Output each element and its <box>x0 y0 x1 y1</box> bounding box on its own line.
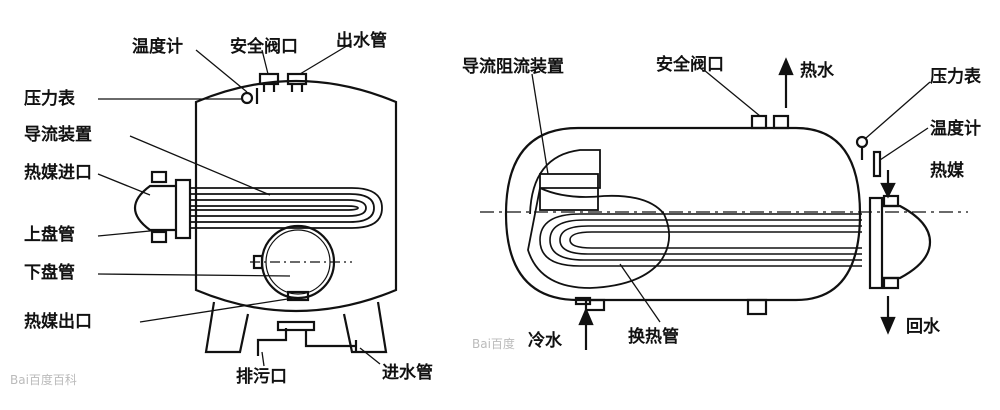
end-head <box>882 204 932 280</box>
label-safety-valve-right: 安全阀口 <box>656 54 724 75</box>
flow-baffle-box <box>539 173 599 211</box>
label-safety-valve: 安全阀口 <box>230 36 298 57</box>
label-thermometer-right: 温度计 <box>930 118 981 139</box>
watermark-center: Bai百度 <box>472 336 515 351</box>
label-pressure-gauge-right: 压力表 <box>930 66 982 87</box>
horizontal-labels: 导流阻流装置 安全阀口 热水 压力表 温度计 热媒 冷水 换热管 回水 <box>462 54 982 351</box>
label-return-water: 回水 <box>906 316 941 337</box>
pressure-gauge-dial <box>240 91 254 105</box>
label-water-outlet: 出水管 <box>336 30 387 51</box>
u-tube-bundle <box>190 187 383 229</box>
label-drain: 排污口 <box>236 366 287 387</box>
inlet-pipe <box>304 330 358 352</box>
end-flange <box>868 196 884 290</box>
label-lower-coil: 下盘管 <box>24 262 75 283</box>
label-medium-inlet: 热媒进口 <box>24 162 92 183</box>
label-hot-water: 热水 <box>800 60 835 81</box>
water-outlet-nozzle <box>286 72 308 86</box>
horizontal-u-tubes <box>539 213 862 267</box>
vertical-tank-skirt <box>204 301 388 354</box>
flow-arrows <box>578 57 896 350</box>
label-upper-coil: 上盘管 <box>24 224 75 245</box>
label-cold-water: 冷水 <box>528 330 563 351</box>
horizontal-tank-shell <box>504 126 862 302</box>
horizontal-tank <box>480 114 968 316</box>
label-flow-guide: 导流装置 <box>24 124 92 145</box>
interior-baffle <box>527 149 670 289</box>
safety-valve-nozzle <box>258 72 280 86</box>
drain-pipe <box>256 328 288 356</box>
vertical-labels: 温度计 安全阀口 出水管 压力表 导流装置 热媒进口 上盘管 下盘管 热媒出口 … <box>24 30 433 387</box>
label-pressure-gauge: 压力表 <box>24 88 76 109</box>
label-medium-outlet: 热媒出口 <box>24 311 92 332</box>
label-thermometer: 温度计 <box>132 36 183 57</box>
vertical-leader-lines <box>97 43 381 367</box>
vertical-tank <box>134 72 398 356</box>
label-water-inlet: 进水管 <box>382 362 433 383</box>
pressure-gauge-dial-right <box>855 135 869 149</box>
medium-inlet-head <box>134 184 176 232</box>
label-medium: 热媒 <box>930 160 965 181</box>
watermark-left: Bai百度百科 <box>10 372 77 387</box>
label-flow-baffle: 导流阻流装置 <box>462 56 564 77</box>
horizontal-leader-lines <box>531 69 931 323</box>
label-heat-exchange-tube: 换热管 <box>628 326 679 347</box>
